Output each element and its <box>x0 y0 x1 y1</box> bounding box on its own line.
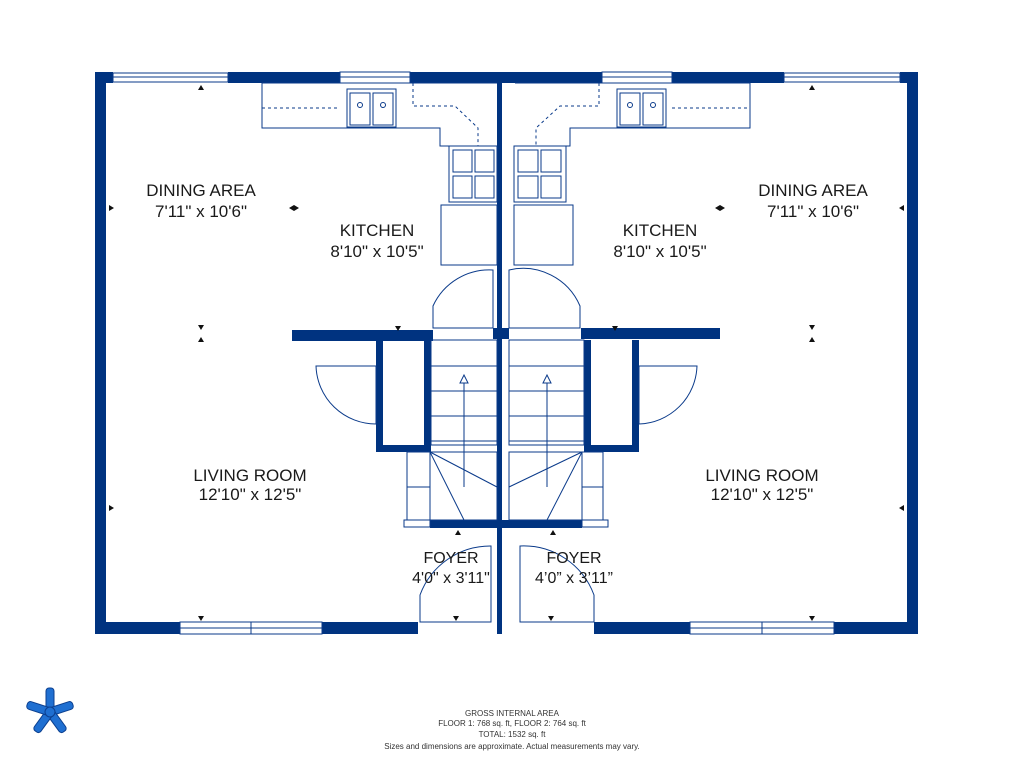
gross-area-footer: GROSS INTERNAL AREA FLOOR 1: 768 sq. ft,… <box>384 709 640 751</box>
exterior-walls <box>95 72 918 634</box>
foyer-dims: 4'0" x 3'11" <box>412 570 490 587</box>
stairs <box>403 339 609 528</box>
kitchen-dims: 8'10" x 10'5" <box>330 242 423 261</box>
dining-area-dims: 7'11" x 10'6" <box>767 202 859 221</box>
kitchen-label: KITCHEN <box>340 221 415 240</box>
living-room-dims: 12'10" x 12'5" <box>711 485 814 504</box>
footer-disclaimer: Sizes and dimensions are approximate. Ac… <box>384 742 640 751</box>
kitchen-label: KITCHEN <box>623 221 698 240</box>
unit-right-labels: DINING AREA 7'11" x 10'6" KITCHEN 8'10" … <box>535 181 868 587</box>
living-room-dims: 12'10" x 12'5" <box>199 485 302 504</box>
dining-area-dims: 7'11" x 10'6" <box>155 202 247 221</box>
footer-title: GROSS INTERNAL AREA <box>465 709 560 718</box>
footer-floor-areas: FLOOR 1: 768 sq. ft, FLOOR 2: 764 sq. ft <box>438 719 586 728</box>
kitchen-dims: 8'10" x 10'5" <box>613 242 706 261</box>
dining-area-label: DINING AREA <box>146 181 256 200</box>
dining-area-label: DINING AREA <box>758 181 868 200</box>
windows <box>112 71 901 635</box>
measurement-markers <box>109 85 904 621</box>
foyer-label: FOYER <box>423 550 478 567</box>
living-room-label: LIVING ROOM <box>193 466 306 485</box>
kitchen-fixtures <box>261 82 751 266</box>
doors <box>315 267 698 623</box>
foyer-dims: 4’0” x 3’11” <box>535 570 613 587</box>
interior-walls <box>292 328 720 528</box>
unit-left-labels: DINING AREA 7'11" x 10'6" KITCHEN 8'10" … <box>146 181 490 587</box>
asterisk-star-logo-icon <box>26 687 74 734</box>
living-room-label: LIVING ROOM <box>705 466 818 485</box>
foyer-label: FOYER <box>546 550 601 567</box>
footer-total-area: TOTAL: 1532 sq. ft <box>479 730 547 739</box>
